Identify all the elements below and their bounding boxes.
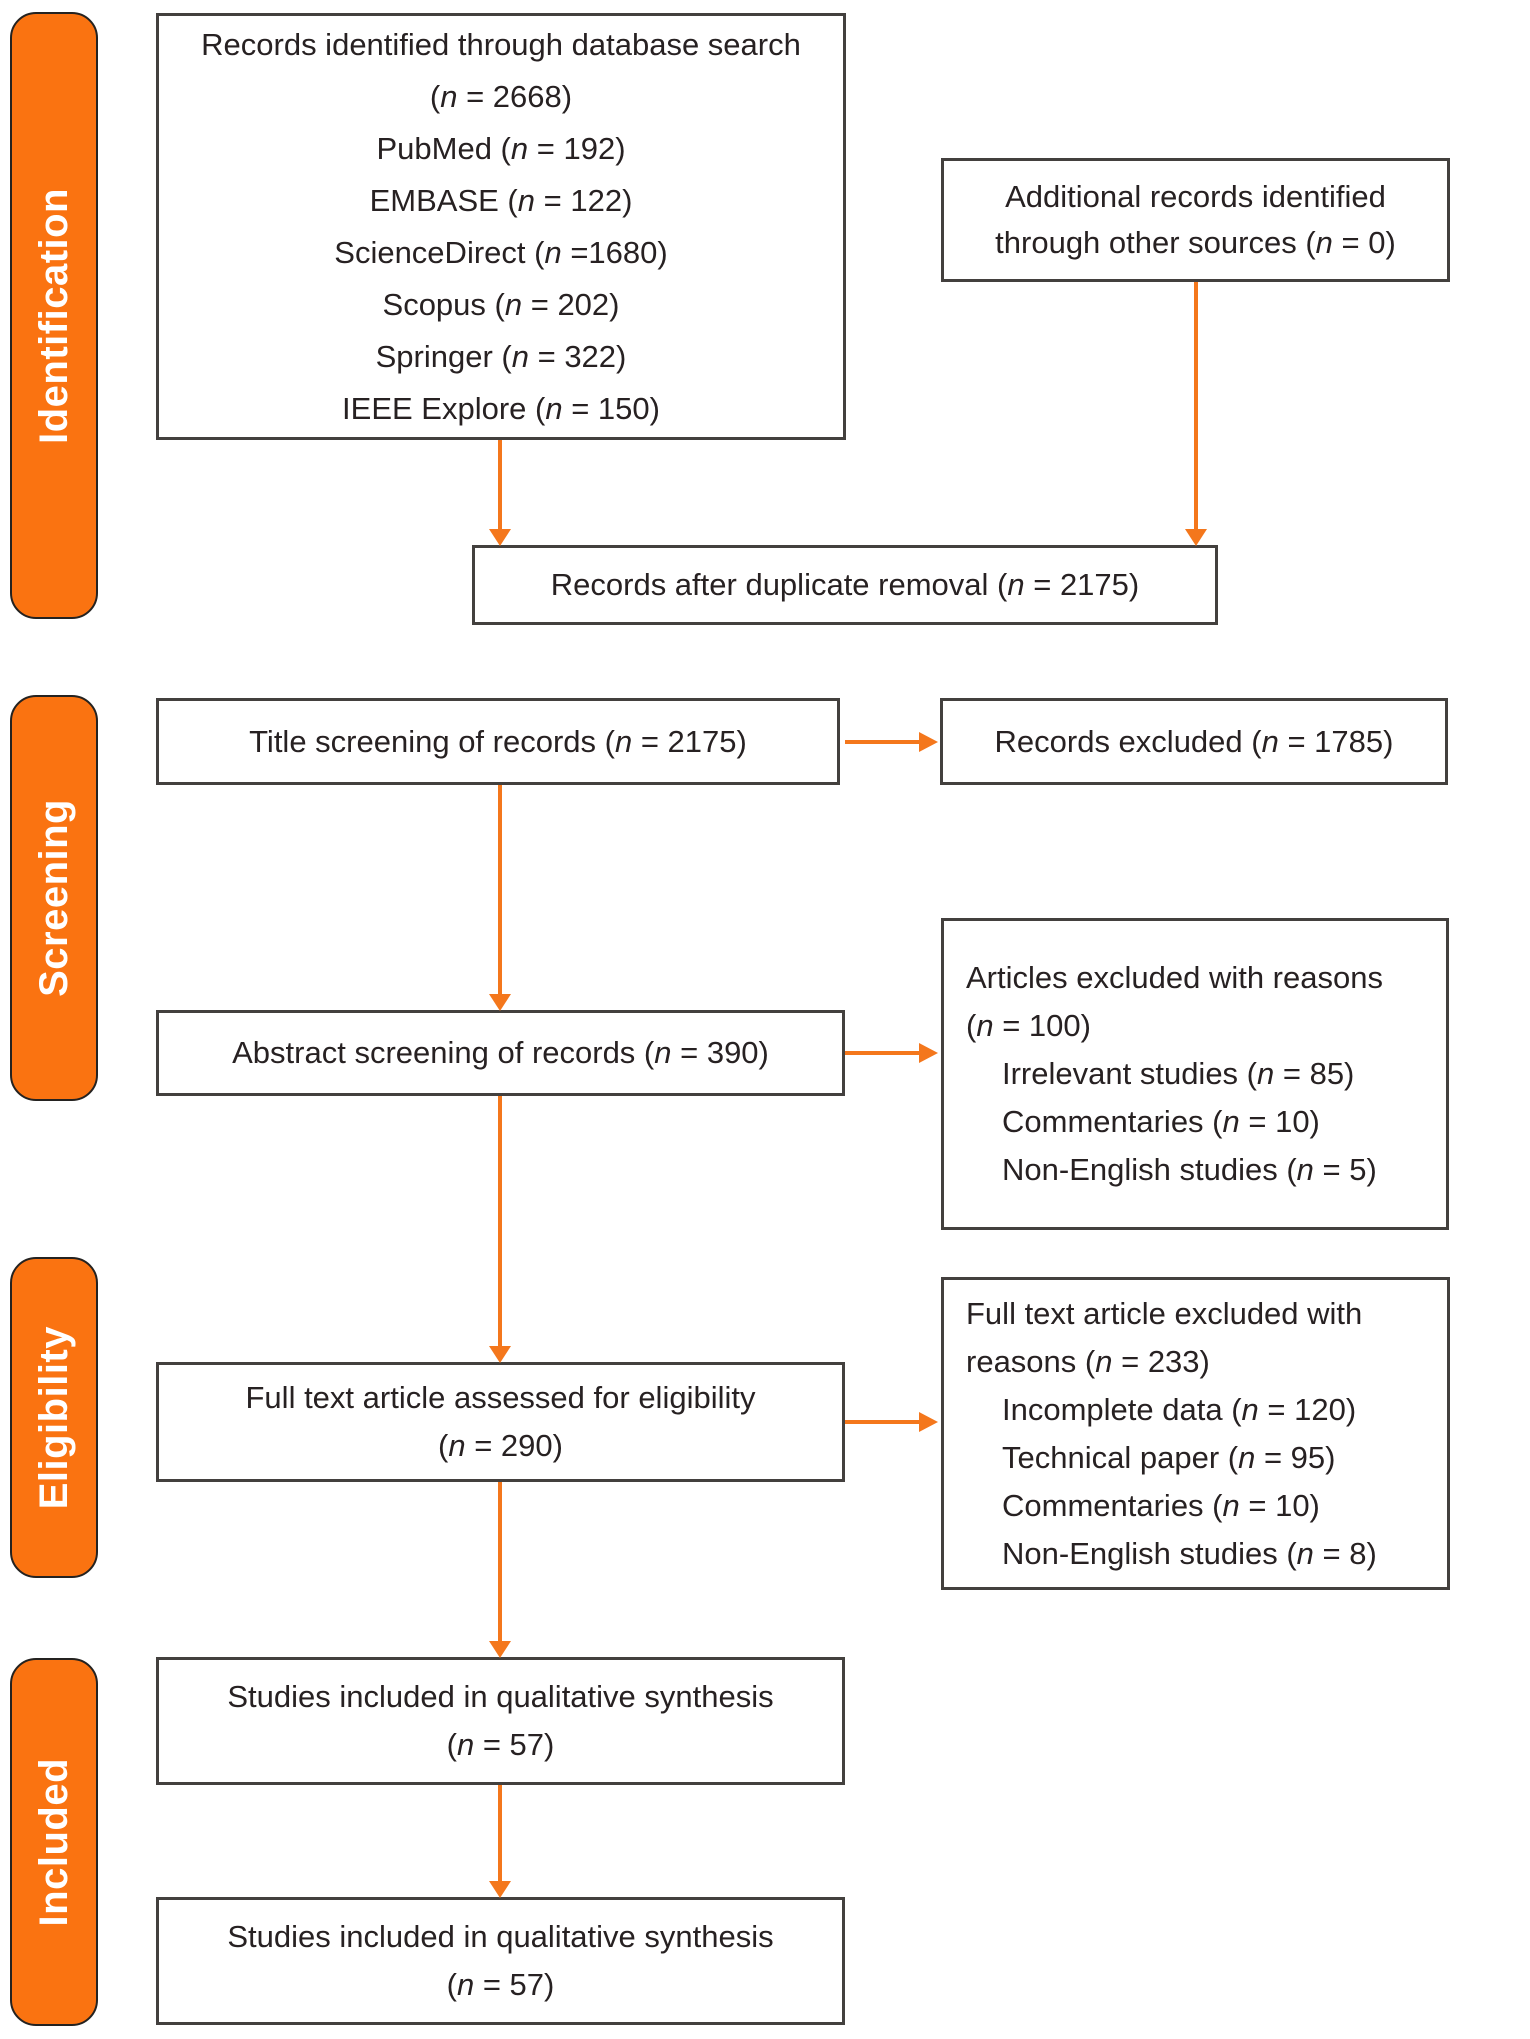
box-text-line: Studies included in qualitative synthesi… [227, 1919, 774, 1954]
arrow-title-screening-to-records-excluded [845, 740, 919, 744]
box-fulltext-excluded: Full text article excluded with reasons (… [941, 1277, 1450, 1590]
box-text-line: Commentaries (n = 10) [1002, 1487, 1320, 1523]
box-text-line: through other sources (n = 0) [995, 225, 1396, 260]
box-text-line: (n = 57) [446, 1967, 555, 2002]
box-text-line: PubMed (n = 192) [376, 130, 626, 166]
box-text-line: Records identified through database sear… [201, 26, 801, 62]
stage-bar-identification: Identification [10, 12, 98, 619]
box-text-line: Technical paper (n = 95) [1002, 1439, 1336, 1475]
arrow-records-identified-to-duplicate-removal [498, 440, 502, 529]
box-text-line: (n = 2668) [429, 78, 573, 114]
box-text-line: Title screening of records (n = 2175) [249, 723, 747, 759]
arrow-abstract-screening-to-articles-excluded [845, 1051, 919, 1055]
box-text-line: Additional records identified [1005, 179, 1386, 214]
box-records-excluded: Records excluded (n = 1785) [940, 698, 1448, 785]
box-text-line: (n = 57) [446, 1727, 555, 1762]
box-text-line: Full text article assessed for eligibili… [245, 1380, 756, 1415]
box-abstract-screening: Abstract screening of records (n = 390) [156, 1010, 845, 1096]
stage-label-screening: Screening [31, 799, 76, 997]
box-text-line: IEEE Explore (n = 150) [342, 390, 660, 426]
box-text-line: ScienceDirect (n =1680) [334, 234, 668, 270]
arrow-abstract-screening-to-fulltext-assessed [498, 1096, 502, 1346]
box-articles-excluded: Articles excluded with reasons (n = 100) I… [941, 918, 1449, 1230]
stage-label-included: Included [31, 1757, 76, 1927]
box-additional-records: Additional records identified through oth… [941, 158, 1450, 282]
box-text-line: Records after duplicate removal (n = 217… [550, 567, 1140, 602]
box-fulltext-assessed: Full text article assessed for eligibili… [156, 1362, 845, 1482]
box-text-line: Non-English studies (n = 8) [1002, 1535, 1377, 1571]
box-text-line: Abstract screening of records (n = 390) [232, 1035, 769, 1070]
box-text-line: Scopus (n = 202) [382, 286, 620, 322]
box-text-line: EMBASE (n = 122) [369, 182, 633, 218]
arrow-synthesis-1-to-synthesis-2 [498, 1785, 502, 1881]
stage-bar-eligibility: Eligibility [10, 1257, 98, 1578]
box-records-identified: Records identified through database sear… [156, 13, 846, 440]
stage-bar-screening: Screening [10, 695, 98, 1101]
box-title-screening: Title screening of records (n = 2175) [156, 698, 840, 785]
arrow-fulltext-assessed-to-fulltext-excluded [845, 1420, 919, 1424]
box-text-line: Incomplete data (n = 120) [1002, 1391, 1357, 1427]
arrow-additional-records-to-duplicate-removal [1194, 282, 1198, 529]
arrow-fulltext-assessed-to-synthesis-1 [498, 1482, 502, 1641]
stage-label-eligibility: Eligibility [31, 1325, 76, 1510]
box-text-line: Commentaries (n = 10) [1002, 1104, 1320, 1139]
box-qualitative-synthesis-1: Studies included in qualitative synthesi… [156, 1657, 845, 1785]
box-qualitative-synthesis-2: Studies included in qualitative synthesi… [156, 1897, 845, 2025]
box-text-line: Springer (n = 322) [375, 338, 627, 374]
box-text-line: (n = 290) [438, 1428, 563, 1463]
box-text-line: Irrelevant studies (n = 85) [1002, 1056, 1355, 1091]
arrow-title-screening-to-abstract-screening [498, 785, 502, 994]
box-text-line: Studies included in qualitative synthesi… [227, 1679, 774, 1714]
box-text-line: Articles excluded with reasons [966, 960, 1383, 995]
box-text-line: Full text article excluded with [966, 1295, 1363, 1331]
box-text-line: (n = 100) [966, 1008, 1091, 1043]
box-text-line: reasons (n = 233) [966, 1343, 1210, 1379]
stage-label-identification: Identification [31, 187, 76, 444]
box-duplicate-removal: Records after duplicate removal (n = 217… [472, 545, 1218, 625]
stage-bar-included: Included [10, 1658, 98, 2026]
box-text-line: Records excluded (n = 1785) [994, 723, 1394, 759]
box-text-line: Non-English studies (n = 5) [1002, 1152, 1377, 1187]
